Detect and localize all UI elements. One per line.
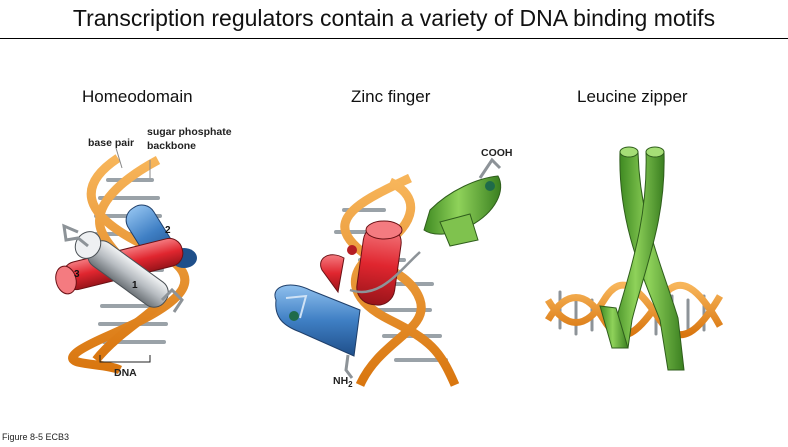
cooh-label: COOH	[481, 147, 513, 159]
dna-label: DNA	[114, 367, 137, 379]
homeodomain-diagram: base pair sugar phosphate backbone DNA 1…	[55, 126, 232, 379]
helix-1-label: 1	[132, 280, 138, 291]
leucine-zipper-diagram	[544, 146, 724, 371]
backbone-label: backbone	[147, 140, 196, 152]
slide-title: Transcription regulators contain a varie…	[72, 5, 716, 31]
zinc-finger-title: Zinc finger	[351, 87, 431, 106]
helix-3-label: 3	[74, 269, 80, 280]
sugar-phosphate-label: sugar phosphate	[147, 126, 232, 138]
homeodomain-title: Homeodomain	[82, 87, 193, 106]
base-pair-label: base pair	[88, 137, 134, 149]
helix-2-label: 2	[165, 225, 171, 236]
leucine-zipper-title: Leucine zipper	[577, 87, 688, 106]
title-divider	[0, 38, 788, 39]
zinc-finger-diagram: COOH NH2	[274, 147, 513, 389]
figure-label: Figure 8-5 ECB3	[2, 432, 70, 442]
nh2-label: NH2	[333, 375, 353, 389]
